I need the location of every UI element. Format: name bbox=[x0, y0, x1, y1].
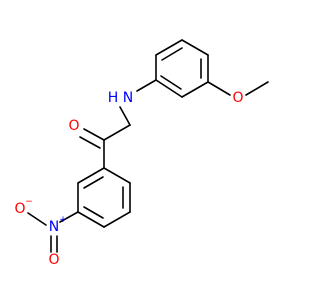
nitro-o1-label: O bbox=[14, 201, 25, 217]
nitro-n-label: N bbox=[49, 219, 59, 235]
nitro-n-charge: + bbox=[59, 215, 67, 225]
bond bbox=[59, 211, 79, 223]
bond bbox=[83, 176, 104, 189]
methoxy-o-label: O bbox=[232, 90, 243, 106]
bond bbox=[103, 167, 131, 184]
nitro-o1-charge: − bbox=[25, 197, 33, 207]
bond bbox=[160, 75, 182, 90]
bond bbox=[136, 79, 157, 92]
atom-labels: N H O O N + O − O bbox=[14, 90, 243, 268]
bond bbox=[103, 211, 131, 228]
bond bbox=[155, 79, 183, 98]
molecule-structure: N H O O N + O − O bbox=[14, 39, 269, 268]
bond bbox=[77, 211, 105, 228]
bond-lines bbox=[27, 39, 269, 253]
bond bbox=[103, 124, 131, 141]
bond bbox=[27, 212, 47, 226]
amine-n-label: N bbox=[123, 90, 133, 106]
bond bbox=[83, 206, 104, 219]
nitro-o2-label: O bbox=[48, 252, 59, 268]
bond bbox=[155, 39, 183, 56]
bond bbox=[181, 81, 209, 98]
bond bbox=[79, 136, 101, 149]
bond bbox=[207, 81, 231, 96]
bond bbox=[77, 167, 105, 184]
bond bbox=[161, 47, 183, 61]
bond bbox=[83, 128, 105, 141]
bond bbox=[245, 81, 269, 96]
bond bbox=[181, 39, 209, 56]
bond bbox=[119, 106, 131, 126]
ketone-o-label: O bbox=[68, 118, 79, 134]
amine-h-label: H bbox=[108, 90, 119, 106]
